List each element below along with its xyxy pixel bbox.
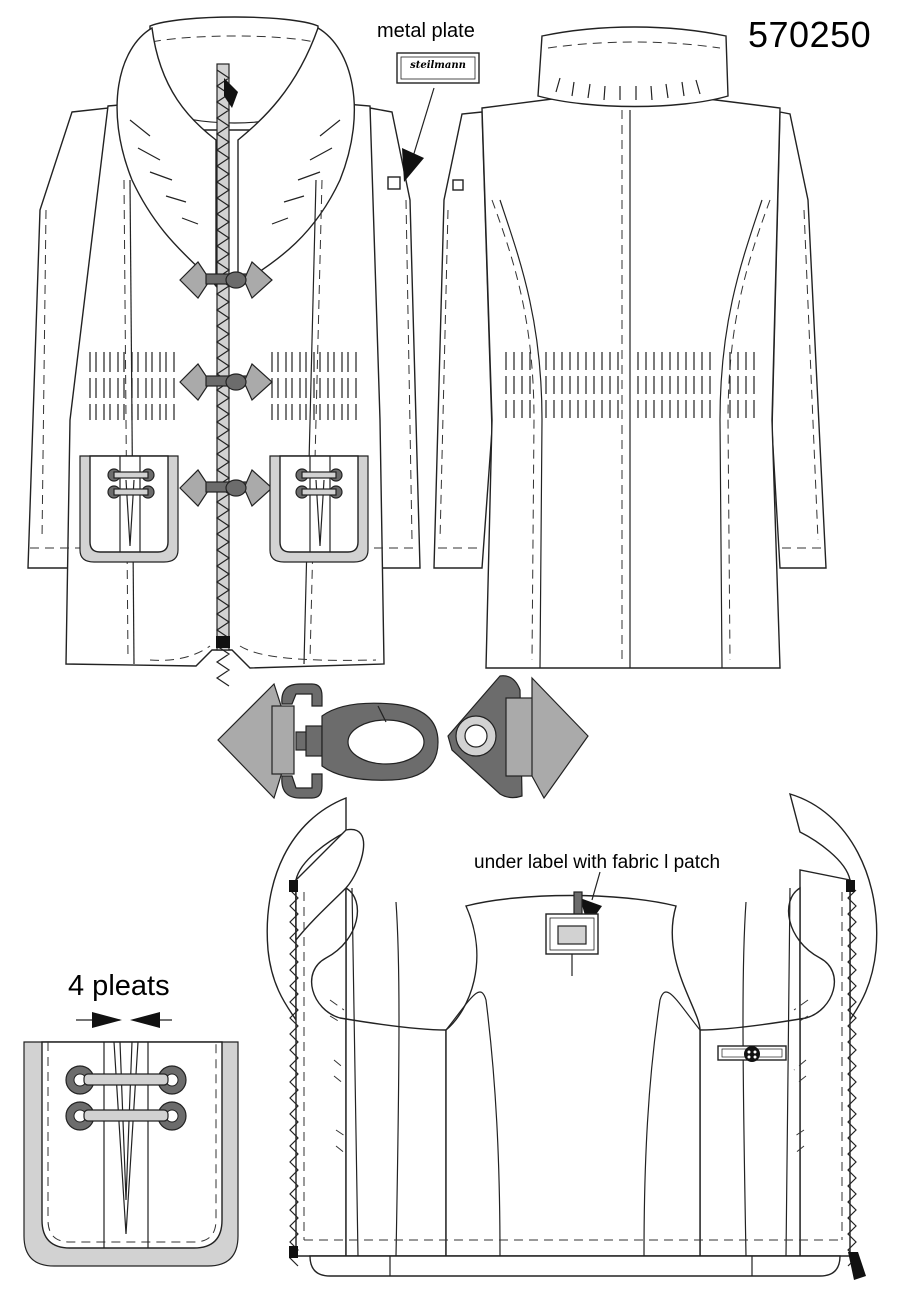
back-waist-tucks — [505, 352, 755, 418]
metal-plate-arrow — [402, 148, 424, 182]
sleeve-metal-plate — [387, 176, 401, 190]
pocket-detail — [23, 1012, 239, 1267]
front-right-lapel — [237, 26, 356, 288]
inside-lining — [310, 886, 447, 1257]
front-collar-stand — [149, 16, 319, 131]
under-label-fabric-patch — [557, 925, 587, 945]
zipper-pull — [224, 78, 238, 108]
inside-left-shoulder — [266, 796, 347, 1023]
front-view — [27, 16, 421, 687]
toggle-closure-3 — [179, 469, 273, 507]
inside-view — [266, 792, 878, 1280]
toggle-right-triangle — [531, 676, 589, 800]
metal-plate-callout — [396, 52, 480, 182]
inside-zipper-pull — [848, 1252, 866, 1280]
article-number: 570250 — [748, 14, 872, 55]
metal-plate-badge — [396, 52, 480, 84]
toggle-closure-2 — [179, 363, 273, 401]
toggle-detail — [217, 675, 589, 800]
inside-right-shoulder — [789, 792, 878, 1023]
toggle-closure-1 — [179, 261, 273, 299]
front-waist-tucks-right — [271, 352, 357, 420]
back-body — [481, 97, 781, 669]
inside-right-zipper-teeth — [847, 889, 857, 1267]
pleat-arrow-right-icon — [130, 1012, 160, 1028]
metal-plate-brand-text: steilmann — [410, 60, 466, 71]
metal-plate-label: metal plate — [377, 20, 475, 42]
back-view — [433, 26, 827, 669]
pocket-lacing-top — [83, 1073, 169, 1086]
toggle-swivel-hook — [281, 683, 323, 707]
front-left-pocket — [79, 455, 179, 563]
pocket-lacing-bottom — [83, 1109, 169, 1122]
under-label-caption: under label with fabric l patch — [474, 852, 721, 873]
back-right-sleeve — [771, 111, 827, 569]
pleat-arrow-left-icon — [92, 1012, 122, 1028]
inside-left-zipper-teeth — [289, 889, 299, 1267]
pocket-pleats-label: 4 pleats — [68, 970, 170, 1002]
back-sleeve-metal-plate — [452, 179, 464, 191]
inside-button — [744, 1046, 760, 1062]
front-right-pocket — [269, 455, 369, 563]
front-waist-tucks-left — [89, 352, 175, 420]
under-label-arrow — [580, 898, 602, 926]
back-collar — [537, 26, 729, 108]
